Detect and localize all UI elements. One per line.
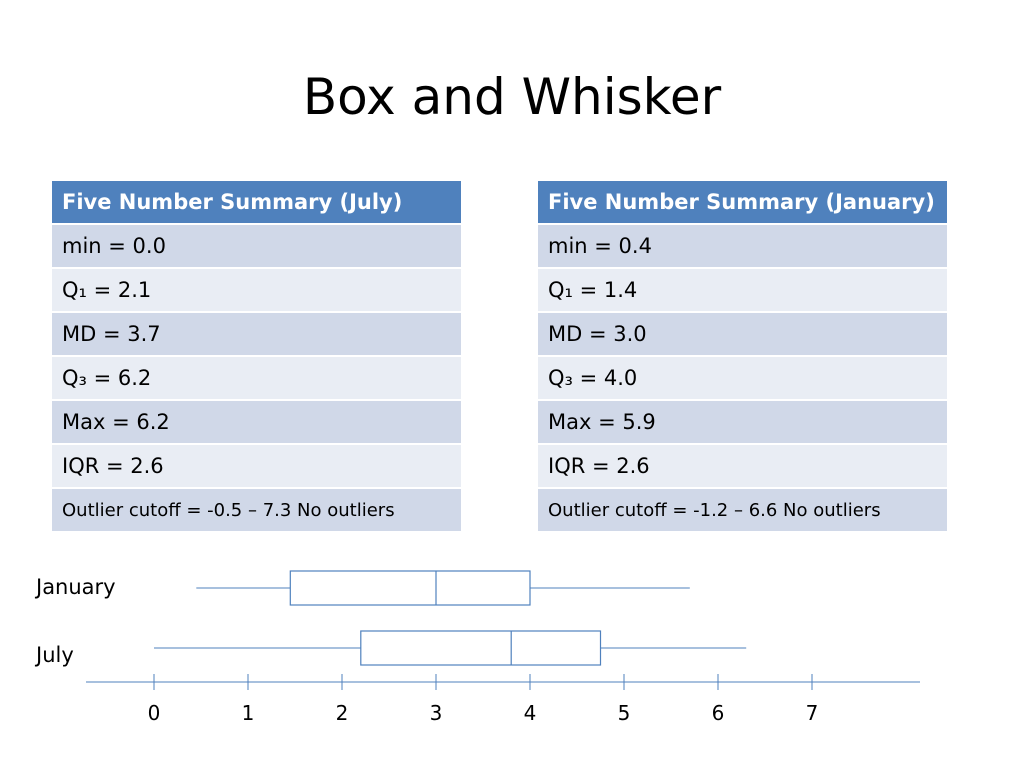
table-cell-median: MD = 3.7 bbox=[52, 313, 461, 355]
table-cell-iqr: IQR = 2.6 bbox=[538, 445, 947, 487]
july-summary-table: Five Number Summary (July) min = 0.0 Q₁ … bbox=[52, 179, 461, 533]
table-cell-q3: Q₃ = 4.0 bbox=[538, 357, 947, 399]
series-label-january: January bbox=[36, 575, 116, 599]
table-cell-max: Max = 6.2 bbox=[52, 401, 461, 443]
table-cell-q3: Q₃ = 6.2 bbox=[52, 357, 461, 399]
x-axis-tick-label: 2 bbox=[336, 701, 349, 725]
january-summary-table: Five Number Summary (January) min = 0.4 … bbox=[538, 179, 947, 533]
january-box bbox=[289, 570, 531, 606]
table-cell-min: min = 0.4 bbox=[538, 225, 947, 267]
x-axis-tick-label: 0 bbox=[148, 701, 161, 725]
x-axis-tick-label: 7 bbox=[806, 701, 819, 725]
table-cell-min: min = 0.0 bbox=[52, 225, 461, 267]
table-cell-outlier-cutoff: Outlier cutoff = -1.2 – 6.6 No outliers bbox=[538, 489, 947, 531]
table-cell-q1: Q₁ = 1.4 bbox=[538, 269, 947, 311]
x-axis-tick-label: 3 bbox=[430, 701, 443, 725]
table-cell-iqr: IQR = 2.6 bbox=[52, 445, 461, 487]
table-cell-outlier-cutoff: Outlier cutoff = -0.5 – 7.3 No outliers bbox=[52, 489, 461, 531]
table-cell-q1: Q₁ = 2.1 bbox=[52, 269, 461, 311]
x-axis-tick-label: 1 bbox=[242, 701, 255, 725]
x-axis-tick-label: 5 bbox=[618, 701, 631, 725]
series-label-july: July bbox=[36, 643, 74, 667]
table-header: Five Number Summary (July) bbox=[52, 181, 461, 223]
table-header: Five Number Summary (January) bbox=[538, 181, 947, 223]
table-cell-max: Max = 5.9 bbox=[538, 401, 947, 443]
july-box bbox=[360, 630, 602, 666]
x-axis-tick-label: 6 bbox=[712, 701, 725, 725]
slide-title: Box and Whisker bbox=[302, 68, 722, 126]
table-cell-median: MD = 3.0 bbox=[538, 313, 947, 355]
x-axis-tick-label: 4 bbox=[524, 701, 537, 725]
